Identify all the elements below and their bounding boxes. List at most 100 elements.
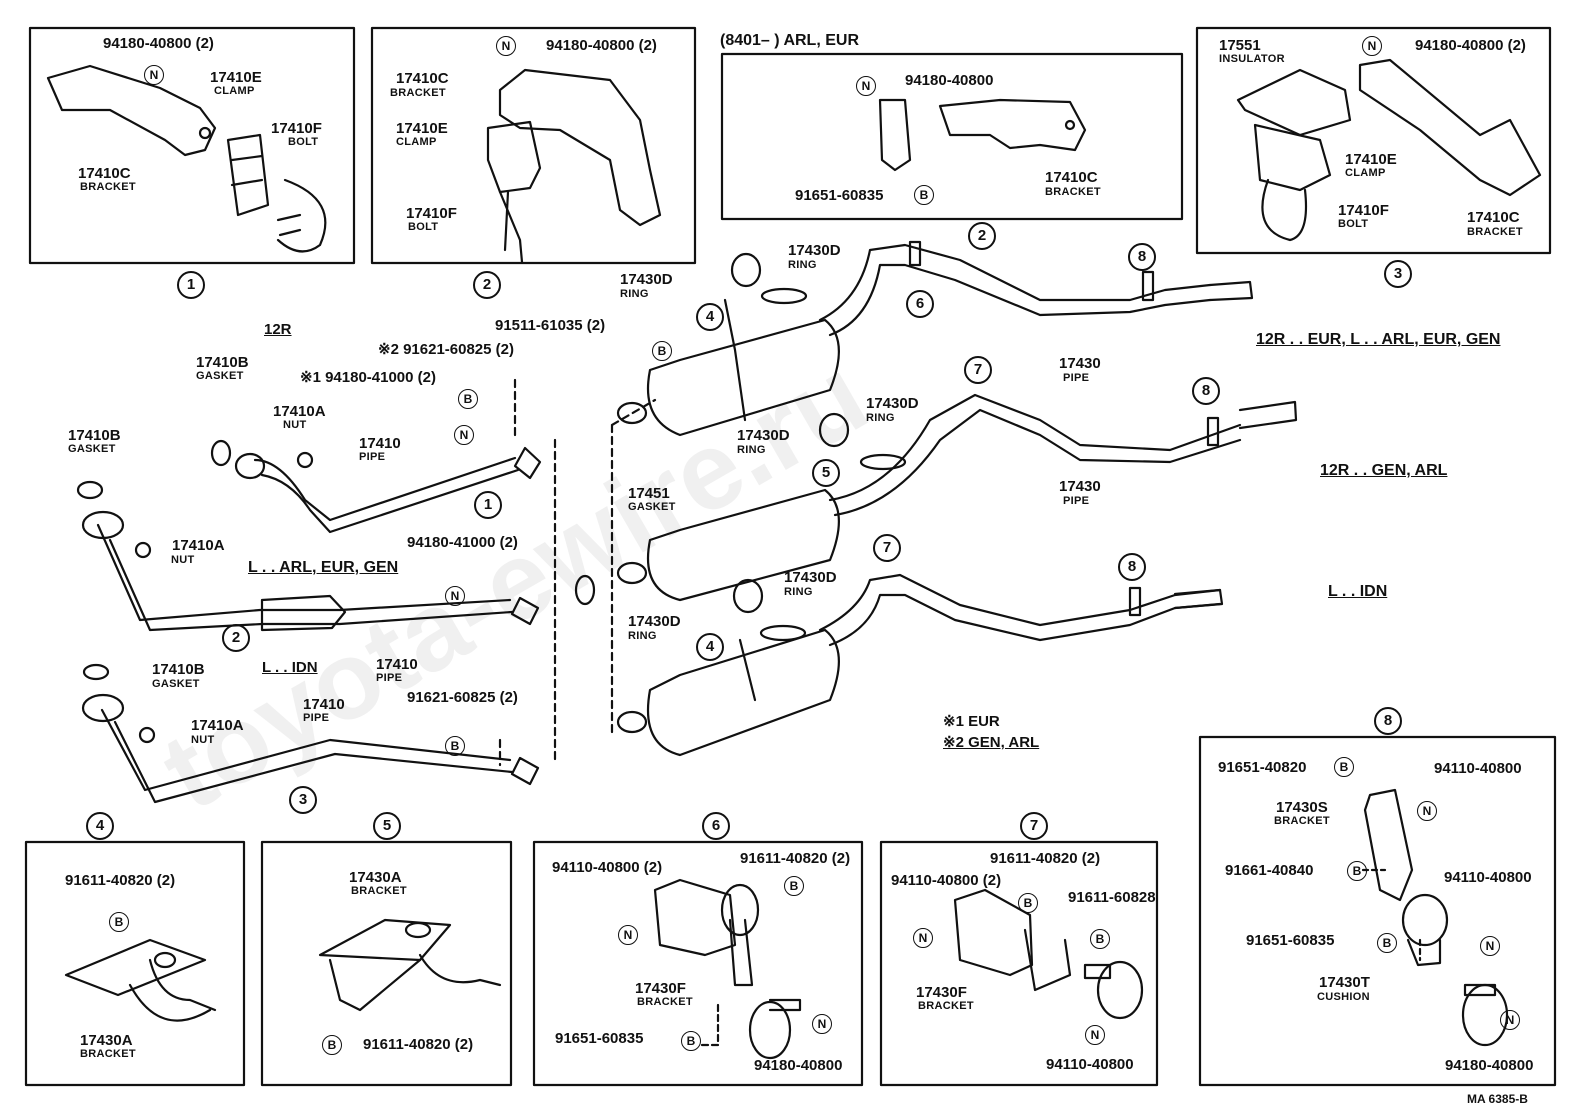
variant-l-arl: L . . ARL, EUR, GEN (248, 559, 399, 576)
circled-5: 5 (373, 812, 401, 840)
b-symbol: B (109, 912, 129, 932)
label-17410F: 17410F (406, 205, 457, 222)
label-94180-40800: 94180-40800 (905, 72, 994, 89)
circled-4: 4 (696, 633, 724, 661)
circled-5: 5 (812, 459, 840, 487)
label-bolt: BOLT (408, 221, 439, 233)
label-17410: 17410 (303, 696, 345, 713)
label-bracket: BRACKET (1467, 226, 1523, 238)
circled-8: 8 (1118, 553, 1146, 581)
n-symbol: N (1480, 936, 1500, 956)
label-bracket: BRACKET (351, 885, 407, 897)
label-94180-41000: 94180-41000 (2) (407, 534, 518, 551)
label-17430D: 17430D (866, 395, 919, 412)
label-17410B: 17410B (152, 661, 205, 678)
circled-1: 1 (474, 491, 502, 519)
label-91611-40820-2: 91611-40820 (2) (740, 850, 851, 867)
label-ring: RING (784, 586, 813, 598)
variant-l-idn-tail: L . . IDN (1328, 583, 1388, 600)
label-17410F: 17410F (1338, 202, 1389, 219)
n-symbol: N (1362, 36, 1382, 56)
label-bracket: BRACKET (1045, 186, 1101, 198)
circled-7: 7 (964, 356, 992, 384)
label-91651-60835: 91651-60835 (795, 187, 884, 204)
label-pipe: PIPE (376, 672, 403, 684)
label-91611-40820-2: 91611-40820 (2) (65, 872, 176, 889)
label-cushion: CUSHION (1317, 991, 1370, 1003)
label-bracket: BRACKET (637, 996, 693, 1008)
b-symbol: B (914, 185, 934, 205)
label-17410: 17410 (359, 435, 401, 452)
n-symbol: N (812, 1014, 832, 1034)
n-symbol: N (618, 925, 638, 945)
label-94110-40800: 94110-40800 (1444, 869, 1532, 886)
note-2: ※2 GEN, ARL (943, 734, 1040, 751)
circled-7: 7 (873, 534, 901, 562)
label-94110-40800-2: 94110-40800 (2) (891, 872, 1002, 889)
label-17410C: 17410C (1467, 209, 1520, 226)
label-gasket: GASKET (152, 678, 200, 690)
label-91611-60828: 91611-60828 (1068, 889, 1156, 906)
label-17410A: 17410A (273, 403, 326, 420)
label-17410A: 17410A (172, 537, 225, 554)
b-symbol: B (1334, 757, 1354, 777)
n-symbol: N (856, 76, 876, 96)
circled-7: 7 (1020, 812, 1048, 840)
label-gasket: GASKET (628, 501, 676, 513)
label-17410F: 17410F (271, 120, 322, 137)
n-symbol: N (496, 36, 516, 56)
n-symbol: N (1085, 1025, 1105, 1045)
n-symbol: N (445, 586, 465, 606)
label-94180-40800: 94180-40800 (754, 1057, 843, 1074)
label-17430D: 17430D (737, 427, 790, 444)
label-17430F: 17430F (916, 984, 967, 1001)
label-pipe: PIPE (359, 451, 386, 463)
label-91651-60835: 91651-60835 (555, 1030, 644, 1047)
b-symbol: B (1018, 893, 1038, 913)
circled-2: 2 (473, 271, 501, 299)
label-17430T: 17430T (1319, 974, 1370, 991)
footer-code: MA 6385-B (1467, 1092, 1528, 1106)
label-91621-60825: 91621-60825 (2) (407, 689, 518, 706)
label-17430D: 17430D (620, 271, 673, 288)
note-1: ※1 EUR (943, 713, 1000, 730)
label-ring: RING (737, 444, 766, 456)
label-17410B: 17410B (196, 354, 249, 371)
label-ring: RING (628, 630, 657, 642)
label-17430A: 17430A (80, 1032, 133, 1049)
circled-4: 4 (86, 812, 114, 840)
label-17430: 17430 (1059, 478, 1101, 495)
label-clamp: CLAMP (1345, 167, 1386, 179)
label-17451: 17451 (628, 485, 670, 502)
n-symbol: N (1417, 801, 1437, 821)
circled-6: 6 (906, 290, 934, 318)
label-17410C: 17410C (1045, 169, 1098, 186)
label-17430D: 17430D (784, 569, 837, 586)
label-bracket: BRACKET (1274, 815, 1330, 827)
label-91511-61035: 91511-61035 (2) (495, 317, 606, 334)
label-94180-40800-2: 94180-40800 (2) (1415, 37, 1526, 54)
label-91621-60825-n2: ※2 91621-60825 (2) (378, 341, 514, 358)
circled-8: 8 (1374, 707, 1402, 735)
label-94110-40800: 94110-40800 (1434, 760, 1522, 777)
n-symbol: N (144, 65, 164, 85)
variant-12r: 12R (264, 321, 292, 338)
label-17430A: 17430A (349, 869, 402, 886)
label-clamp: CLAMP (214, 85, 255, 97)
label-91611-40820-2: 91611-40820 (2) (990, 850, 1101, 867)
label-gasket: GASKET (68, 443, 116, 455)
variant-12r-eur: 12R . . EUR, L . . ARL, EUR, GEN (1256, 331, 1501, 348)
label-91611-40820-2: 91611-40820 (2) (363, 1036, 474, 1053)
circled-4: 4 (696, 303, 724, 331)
label-pipe: PIPE (303, 712, 330, 724)
label-17410C: 17410C (396, 70, 449, 87)
label-17410E: 17410E (210, 69, 262, 86)
label-bracket: BRACKET (80, 1048, 136, 1060)
b-symbol: B (1090, 929, 1110, 949)
label-pipe: PIPE (1063, 372, 1090, 384)
label-94180-40800-2: 94180-40800 (2) (103, 35, 214, 52)
circled-3: 3 (289, 786, 317, 814)
circled-2: 2 (968, 222, 996, 250)
label-ring: RING (866, 412, 895, 424)
